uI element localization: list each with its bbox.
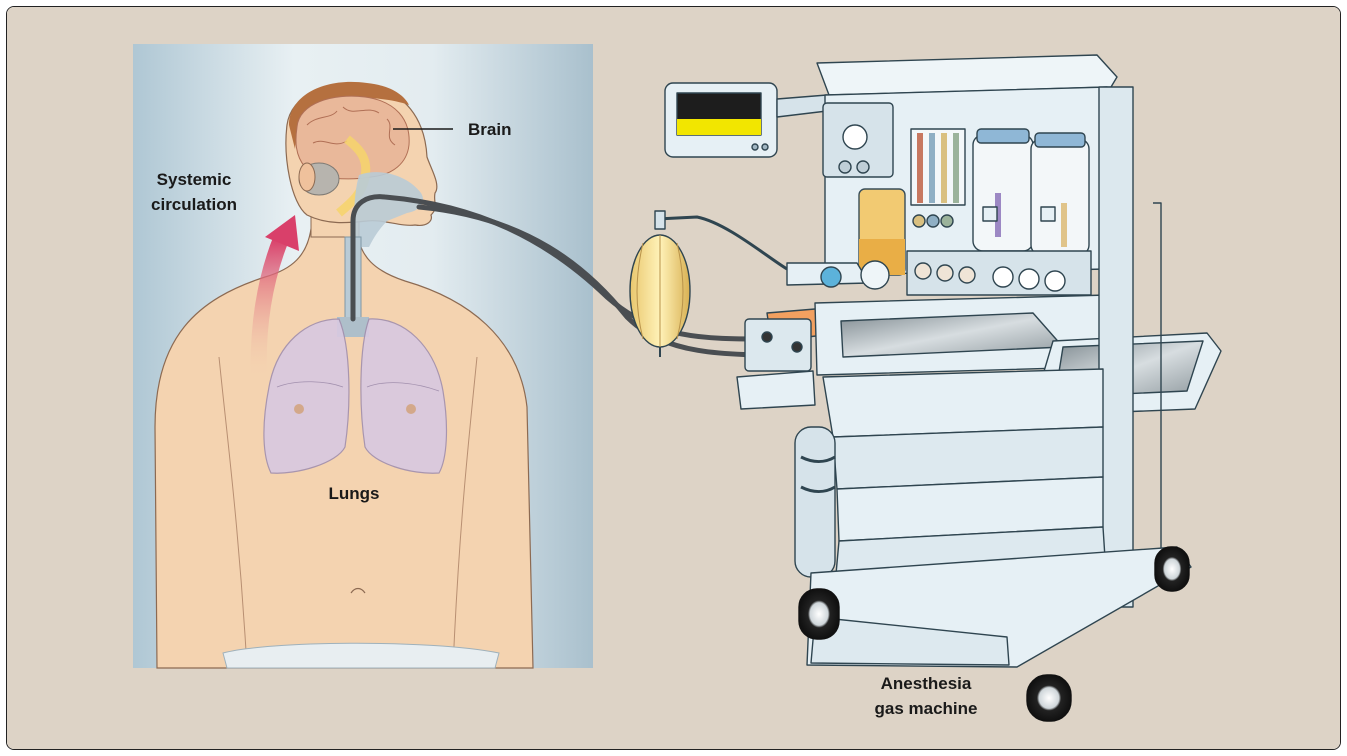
systemic-circulation-label-line1: Systemic bbox=[157, 170, 232, 189]
lungs-label: Lungs bbox=[329, 484, 380, 503]
brain-label: Brain bbox=[468, 120, 511, 139]
anesthesia-gas-machine-label-line2: gas machine bbox=[875, 699, 978, 718]
gauge-icon bbox=[843, 125, 867, 149]
vaporizer-icon bbox=[973, 129, 1089, 255]
anesthesia-gas-machine-label-line1: Anesthesia bbox=[881, 674, 972, 693]
anesthesia-diagram: Brain Systemic circulation Lungs Anesthe… bbox=[7, 7, 1340, 749]
diagram-frame: Brain Systemic circulation Lungs Anesthe… bbox=[6, 6, 1341, 750]
systemic-circulation-label-line2: circulation bbox=[151, 195, 237, 214]
